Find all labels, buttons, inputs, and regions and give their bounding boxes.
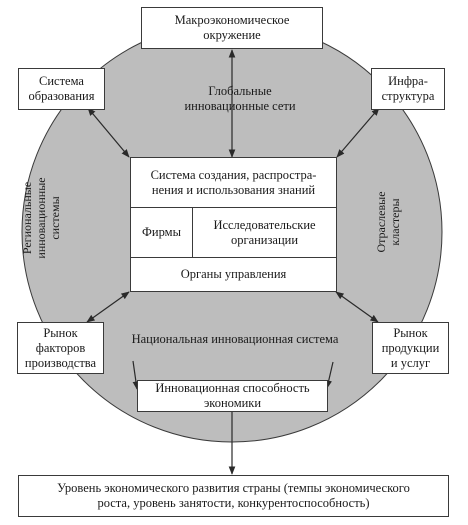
government-label: Органы управления <box>180 267 287 281</box>
knowledge-system-cell: Система создания, распростра- нения и ис… <box>131 158 336 208</box>
factor-line2: факторов <box>35 340 86 355</box>
capacity-line1: Инновационная способность <box>155 381 310 395</box>
arrow-education-center <box>87 107 130 158</box>
factor-market-box: Рынок факторов производства <box>17 322 104 374</box>
product-market-box: Рынок продукции и услуг <box>372 322 449 374</box>
capacity-line2: экономики <box>203 396 262 410</box>
research-line1: Исследовательские <box>213 217 316 232</box>
government-cell: Органы управления <box>131 258 336 291</box>
knowledge-line1: Система создания, распростра- <box>150 167 317 182</box>
sectoral-line1: Отраслевые <box>374 191 388 253</box>
product-line1: Рынок <box>393 325 428 340</box>
education-system-box: Система образования <box>18 68 105 110</box>
knowledge-line2: нения и использования знаний <box>151 182 316 197</box>
arrow-infrastructure-center <box>336 107 380 158</box>
national-system-label: Национальная инновационная система <box>110 332 360 347</box>
regional-line2: инновационные <box>34 177 48 259</box>
outcome-line1: Уровень экономического развития страны (… <box>57 481 410 495</box>
factor-line3: производства <box>24 355 97 370</box>
product-line3: и услуг <box>390 355 431 370</box>
global-networks-line1: Глобальные <box>208 84 272 98</box>
research-orgs-cell: Исследовательские организации <box>193 208 336 258</box>
sectoral-clusters-label: Отраслевые кластеры <box>374 182 404 262</box>
arrow-product-to-capacity <box>325 361 334 389</box>
arrow-product-market-center <box>335 291 379 323</box>
arrow-factor-to-capacity <box>132 360 140 390</box>
firms-label: Фирмы <box>142 225 181 239</box>
regional-systems-label: Региональные инновационные системы <box>20 173 64 263</box>
national-system-text: Национальная инновационная система <box>131 332 339 346</box>
infrastructure-line2: структура <box>381 89 435 103</box>
innovation-capacity-box: Инновационная способность экономики <box>137 380 328 412</box>
education-line1: Система <box>39 74 84 88</box>
economic-development-box: Уровень экономического развития страны (… <box>18 475 449 517</box>
infrastructure-line1: Инфра- <box>388 74 428 88</box>
central-block: Система создания, распростра- нения и ис… <box>130 157 337 292</box>
macro-environment-box: Макроэкономическое окружение <box>141 7 323 49</box>
regional-line1: Региональные <box>20 181 34 255</box>
arrow-factor-market-center <box>86 291 130 323</box>
sectoral-line2: кластеры <box>388 198 402 246</box>
global-networks-line2: инновационные сети <box>184 99 296 113</box>
global-networks-label: Глобальные инновационные сети <box>160 84 320 114</box>
product-line2: продукции <box>381 340 440 355</box>
macro-line2: окружение <box>203 28 261 42</box>
macro-line1: Макроэкономическое <box>174 13 290 27</box>
regional-line3: системы <box>48 196 62 240</box>
education-line2: образования <box>28 89 95 103</box>
research-line2: организации <box>230 232 299 247</box>
outcome-line2: роста, уровень занятости, конкурентоспос… <box>97 496 370 510</box>
infrastructure-box: Инфра- структура <box>371 68 445 110</box>
firms-cell: Фирмы <box>131 208 193 258</box>
factor-line1: Рынок <box>43 325 78 340</box>
